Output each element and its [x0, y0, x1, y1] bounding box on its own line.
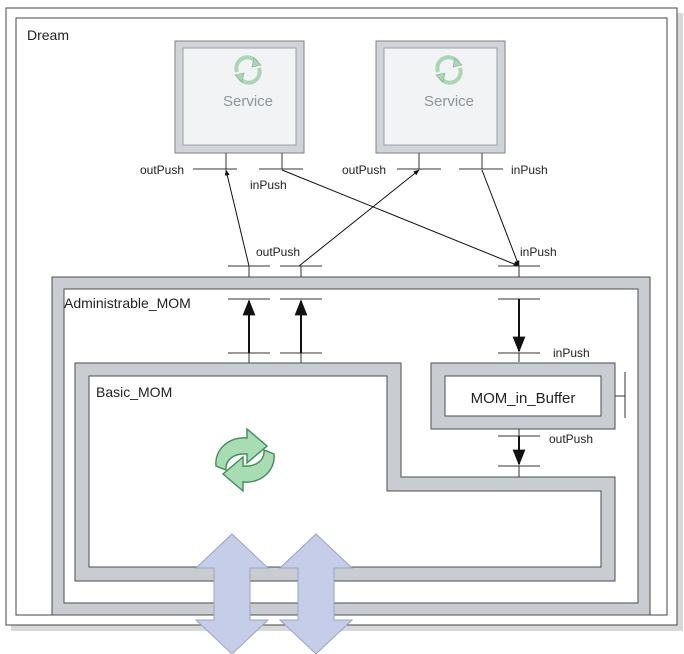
basic-mom-label: Basic_MOM — [96, 384, 172, 400]
service-1-cycle-icon — [234, 55, 262, 85]
service-ports: outPush inPush outPush inPush — [140, 153, 548, 192]
service-2-label: Service — [424, 93, 474, 110]
administrable-mom-container[interactable]: Administrable_MOM — [51, 276, 651, 616]
basic-mom-container[interactable]: Basic_MOM — [74, 362, 616, 582]
connection-admin-to-service-2 — [298, 169, 420, 267]
mom-in-buffer-in-label: inPush — [553, 346, 590, 360]
connection-service-2-to-admin — [481, 169, 520, 267]
service-1-body — [182, 47, 297, 146]
double-arrow-icon-1 — [194, 533, 270, 654]
service-1-in-label: inPush — [250, 178, 287, 192]
connections — [224, 169, 520, 267]
connection-service-1-to-admin — [281, 169, 520, 267]
buffer-out-label: outPush — [549, 432, 593, 446]
service-component-1[interactable]: Service — [174, 40, 305, 154]
service-2-body — [383, 47, 498, 146]
mom-in-buffer-label: MOM_in_Buffer — [471, 390, 576, 407]
service-2-in-label: inPush — [511, 163, 548, 177]
dream-container: Dream — [5, 7, 683, 631]
connection-admin-to-service-1 — [224, 169, 250, 267]
service-2-out-label: outPush — [342, 163, 386, 177]
service-component-2[interactable]: Service — [375, 40, 506, 154]
basic-mom-cycle-icon — [215, 427, 275, 493]
buffer-out-port: outPush — [498, 429, 593, 477]
external-interfaces — [194, 533, 354, 654]
administrable-mom-label: Administrable_MOM — [64, 295, 191, 311]
admin-out-label: outPush — [256, 245, 300, 259]
service-1-label: Service — [223, 93, 273, 110]
dream-inner-border — [15, 17, 668, 616]
admin-ports: outPush inPush — [228, 245, 557, 366]
service-1-out-label: outPush — [140, 163, 184, 177]
double-arrow-icon-2 — [278, 533, 354, 654]
mom-in-buffer-body — [444, 375, 602, 417]
dream-label: Dream — [27, 27, 69, 43]
mom-in-buffer-component[interactable]: MOM_in_Buffer inPush — [430, 346, 626, 430]
administrable-mom-frame — [51, 276, 651, 616]
basic-mom-frame — [74, 362, 616, 582]
admin-in-label: inPush — [520, 245, 557, 259]
service-2-cycle-icon — [435, 55, 463, 85]
